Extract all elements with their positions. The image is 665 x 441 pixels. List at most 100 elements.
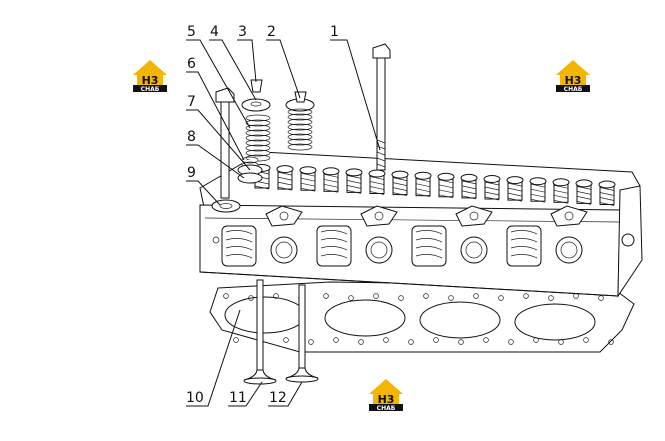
spring-coil xyxy=(323,178,339,183)
outer-spring-coil xyxy=(245,134,271,142)
cylinder-head xyxy=(199,151,643,298)
installed-retainer xyxy=(437,172,455,181)
exploded-valve-parts xyxy=(211,43,391,213)
spring-coil xyxy=(484,181,500,186)
spring-coil xyxy=(553,189,569,194)
spring-coil xyxy=(599,187,615,191)
gasket-hole xyxy=(548,295,554,301)
spring-coil xyxy=(323,173,339,178)
right-spring-coil xyxy=(287,118,313,126)
spring-coil xyxy=(461,180,477,185)
gasket-hole xyxy=(273,293,279,299)
intake-exhaust-ports xyxy=(212,205,635,267)
port-contour xyxy=(320,238,348,243)
gasket-hole xyxy=(608,339,614,345)
outer-spring-body xyxy=(246,118,270,160)
spring-coil xyxy=(438,194,454,199)
installed-retainer xyxy=(414,171,432,180)
spring-coil xyxy=(530,193,546,198)
callout-6: 6 xyxy=(187,56,196,72)
logo-caption: CHAБ xyxy=(377,405,396,412)
callout-4: 4 xyxy=(210,24,219,40)
gasket-bore xyxy=(514,303,596,341)
installed-retainer xyxy=(552,178,570,187)
port-contour xyxy=(225,238,253,243)
callout-9: 9 xyxy=(187,165,196,181)
callout-1: 1 xyxy=(330,24,339,40)
spring-coil xyxy=(369,191,385,195)
exhaust-port-inner xyxy=(560,241,578,259)
gasket-hole xyxy=(398,295,404,301)
dowel-hole xyxy=(212,236,220,244)
spring-coil xyxy=(507,197,523,202)
port-contour xyxy=(510,254,538,259)
gasket-hole xyxy=(473,293,479,299)
spring-retainer-right xyxy=(285,91,315,112)
callout-8: 8 xyxy=(187,129,196,145)
spring-coil xyxy=(553,194,569,199)
gasket-hole xyxy=(358,339,364,345)
installed-retainer xyxy=(368,169,386,178)
bolt-boss xyxy=(455,205,493,227)
logo-mark: H3 xyxy=(378,393,395,406)
spring-coil xyxy=(300,182,316,187)
gasket-hole xyxy=(448,295,454,301)
gasket-hole xyxy=(498,295,504,301)
spring-coil xyxy=(277,181,293,186)
installed-retainer xyxy=(575,179,593,188)
spring-coil xyxy=(553,184,569,189)
installed-retainer xyxy=(345,168,363,177)
outer-spring-coil xyxy=(245,119,271,127)
spring-coil xyxy=(346,180,362,184)
spring-coil xyxy=(576,201,592,205)
head-gasket xyxy=(209,281,635,353)
spring-coil xyxy=(415,183,431,188)
port-contour xyxy=(320,246,348,251)
gasket-hole xyxy=(383,337,389,343)
gasket-hole xyxy=(558,339,564,345)
brand-logo-bottom: H3 CHAБ xyxy=(369,379,403,412)
port-contour xyxy=(415,230,443,235)
spring-coil xyxy=(392,192,408,196)
spring-coil xyxy=(254,185,270,190)
callout-11: 11 xyxy=(229,390,247,406)
gasket-hole xyxy=(583,337,589,343)
installed-retainer xyxy=(529,177,547,186)
outer-spring-coil xyxy=(245,114,271,122)
spring-coil xyxy=(461,185,477,190)
spring-coil xyxy=(507,192,523,197)
valve-stem-seal xyxy=(237,164,263,184)
outer-spring-coil xyxy=(245,144,271,152)
spring-coil xyxy=(300,172,316,177)
port-contour xyxy=(510,230,538,235)
leader-8 xyxy=(186,144,245,179)
callout-7: 7 xyxy=(187,94,196,110)
logo-body xyxy=(560,71,586,87)
spring-coil xyxy=(415,188,431,193)
spring-coil xyxy=(438,179,454,184)
spring-coil xyxy=(346,185,362,189)
spring-seat-washer xyxy=(211,199,241,213)
outer-spring-coil xyxy=(245,129,271,137)
leader-9 xyxy=(186,180,221,206)
port-contour xyxy=(225,230,253,235)
callout-10: 10 xyxy=(186,390,204,406)
callout-3: 3 xyxy=(238,24,247,40)
installed-retainer xyxy=(391,170,409,179)
spring-coil xyxy=(484,196,500,201)
head-bolt xyxy=(372,43,391,171)
callout-labels: 1 2 3 4 5 6 7 8 9 10 11 12 xyxy=(186,24,339,406)
right-spring-coil xyxy=(287,143,313,151)
spring-coil xyxy=(369,176,385,180)
gasket-hole xyxy=(333,337,339,343)
spring-coil xyxy=(461,190,477,195)
gasket-hole xyxy=(423,293,429,299)
spring-coil xyxy=(576,196,592,200)
exhaust-port-inner xyxy=(465,241,483,259)
gasket-hole xyxy=(458,339,464,345)
exhaust-port xyxy=(555,236,583,264)
gasket-bore xyxy=(419,301,501,339)
spring-coil xyxy=(484,191,500,196)
gasket-hole xyxy=(408,339,414,345)
boss-hole xyxy=(564,211,574,221)
